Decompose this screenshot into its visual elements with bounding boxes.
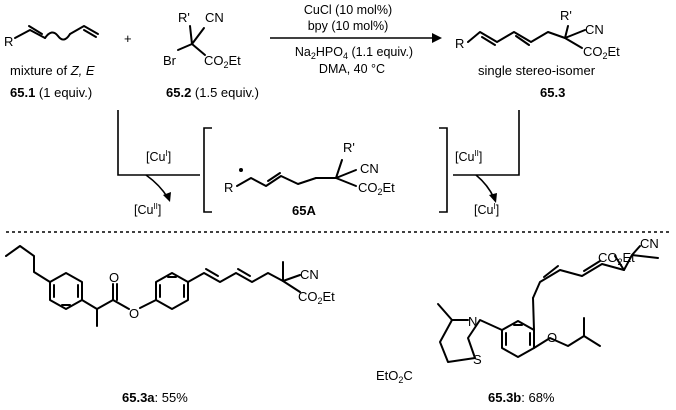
right-cu-bottom: [CuI]: [474, 202, 499, 217]
ring-to-chain: [532, 297, 535, 331]
isobutoxy: [533, 317, 601, 349]
intermediate-double-bond: [267, 172, 281, 182]
left-bracket: [203, 127, 212, 213]
diene-double-bond-2: [83, 29, 97, 38]
thiazole-ring: [439, 319, 503, 363]
left-cycle-line: [117, 110, 200, 176]
wavy-bond: [44, 31, 71, 41]
product-cn: CN: [585, 22, 604, 37]
right-cycle-line: [453, 110, 520, 176]
thiazole-s: S: [473, 352, 482, 367]
cn-a: CN: [300, 267, 319, 282]
intermediate-ester: CO2Et: [358, 180, 395, 197]
benzene-ring-2: [139, 272, 189, 310]
propionate-chain: [81, 299, 130, 327]
right-bracket: [439, 127, 448, 213]
dienyl-chain: [187, 272, 284, 283]
ester2-b: EtO2C: [376, 368, 413, 385]
intermediate-rprime: R': [343, 140, 355, 155]
cn-b: CN: [640, 236, 659, 251]
benzene-ring-1-inner: [53, 284, 79, 306]
diene-terminal: [69, 25, 99, 35]
reagent-bonds-top: [189, 25, 205, 45]
quat-center-b: [614, 245, 659, 271]
product-rprime: R': [560, 8, 572, 23]
benzene-ring-b-inner: [505, 324, 531, 346]
quat-center-a: [282, 261, 301, 293]
ester-o: O: [129, 306, 139, 321]
condition-2: bpy (10 mol%): [308, 19, 389, 33]
intermediate-cn: CN: [360, 161, 379, 176]
intermediate-chain: [236, 175, 317, 187]
radical-dot: [239, 168, 243, 172]
intermediate-r: R: [224, 180, 233, 195]
reagent-br: Br: [163, 53, 177, 68]
reagent-label: 65.2 (1.5 equiv.): [166, 85, 259, 100]
dienyl-double-bonds: [205, 268, 251, 277]
label-65-3b: 65.3b: 68%: [488, 390, 555, 405]
product-chain: [467, 31, 566, 43]
substrate-65-1: R mixture of Z, E 65.1 (1 equiv.): [4, 25, 99, 100]
right-cycle-arrowhead: [489, 193, 497, 203]
benzene-ring-2-inner: [159, 276, 185, 298]
plus-sign: +: [124, 31, 132, 46]
substrate-label: 65.1 (1 equiv.): [10, 85, 92, 100]
condition-3: Na2HPO4 (1.1 equiv.): [295, 45, 413, 61]
product-65-3: R R' CN CO2Et single stereo-isomer 65.3: [455, 8, 620, 100]
product-desc: single stereo-isomer: [478, 63, 596, 78]
product-label: 65.3: [540, 85, 565, 100]
substrate-r-group: R: [4, 34, 13, 49]
condition-1: CuCl (10 mol%): [304, 3, 392, 17]
intermediate-quat-bonds: [315, 159, 357, 187]
diene-double-bond-1: [28, 25, 43, 35]
product-r-group: R: [455, 36, 464, 51]
thiazole-methyl: [437, 303, 453, 321]
example-65-3b: CN CO2Et O N S EtO2C 65.3b: 68%: [376, 236, 659, 405]
ester-a: CO2Et: [298, 289, 335, 306]
reagent-bonds: [177, 43, 206, 56]
thiazole-n: N: [468, 314, 477, 329]
reaction-conditions: CuCl (10 mol%) bpy (10 mol%) Na2HPO4 (1.…: [270, 3, 442, 76]
product-double-bonds: [481, 35, 530, 46]
condition-4: DMA, 40 °C: [319, 62, 385, 76]
reagent-65-2: R' CN Br CO2Et 65.2 (1.5 equiv.): [163, 10, 259, 100]
dienyl-double-bonds-b: [543, 260, 601, 278]
left-cycle-arrowhead: [163, 192, 171, 202]
left-cu-bottom: [CuII]: [134, 202, 161, 217]
ether-o: O: [547, 330, 557, 345]
ester-b: CO2Et: [598, 250, 635, 267]
right-cu-top: [CuII]: [455, 149, 482, 164]
product-quat-bonds: [564, 25, 586, 49]
substrate-desc: mixture of Z, E: [10, 63, 95, 78]
reagent-r-group: R': [178, 10, 190, 25]
reagent-cn: CN: [205, 10, 224, 25]
reaction-arrowhead: [432, 33, 442, 43]
intermediate-label: 65A: [292, 203, 316, 218]
carbonyl: [112, 283, 118, 301]
left-cu-top: [CuI]: [146, 149, 171, 164]
mechanism: [CuI] [CuII] R R' CN CO2Et 65A [CuII] [C…: [117, 110, 520, 218]
dienyl-chain-b: [532, 263, 625, 299]
label-65-3a: 65.3a: 55%: [122, 390, 188, 405]
example-65-3a: O O CN CO2Et 65.3a: 55%: [5, 245, 335, 405]
carbonyl-o: O: [109, 270, 119, 285]
isobutyl: [5, 245, 51, 283]
diene-bonds: [14, 29, 46, 39]
reagent-ester: CO2Et: [204, 53, 241, 70]
product-ester: CO2Et: [583, 44, 620, 61]
